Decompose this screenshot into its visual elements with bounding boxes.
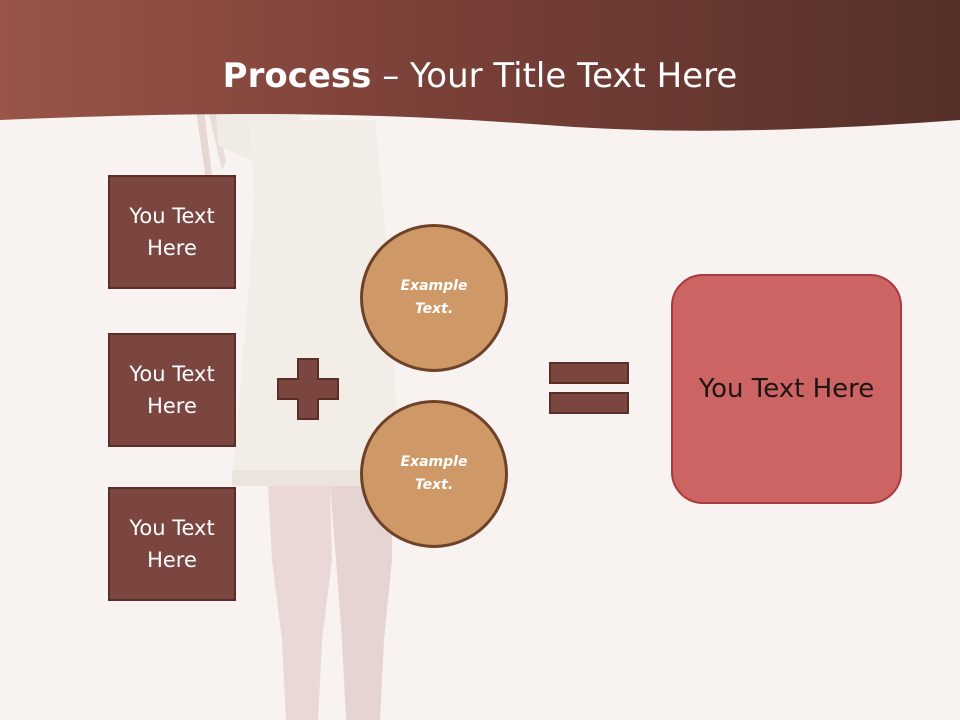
text-box-label: You Text Here	[129, 516, 215, 572]
text-box-1: You Text Here	[108, 175, 236, 289]
header-band	[0, 0, 960, 131]
result-box: You Text Here	[671, 274, 902, 504]
text-box-label: You Text Here	[129, 362, 215, 418]
text-box-3: You Text Here	[108, 487, 236, 601]
circle-label: Example Text.	[400, 278, 468, 317]
text-box-label: You Text Here	[129, 204, 215, 260]
title-separator: –	[371, 56, 411, 96]
circle-1: Example Text.	[360, 224, 508, 372]
title-rest: Your Title Text Here	[410, 56, 738, 96]
equals-icon	[549, 362, 629, 414]
text-box-2: You Text Here	[108, 333, 236, 447]
slide-title: Process – Your Title Text Here	[0, 48, 960, 104]
circle-2: Example Text.	[360, 400, 508, 548]
title-bold: Process	[222, 56, 372, 96]
plus-icon	[277, 358, 339, 420]
result-label: You Text Here	[698, 374, 875, 404]
circle-label: Example Text.	[400, 454, 468, 493]
